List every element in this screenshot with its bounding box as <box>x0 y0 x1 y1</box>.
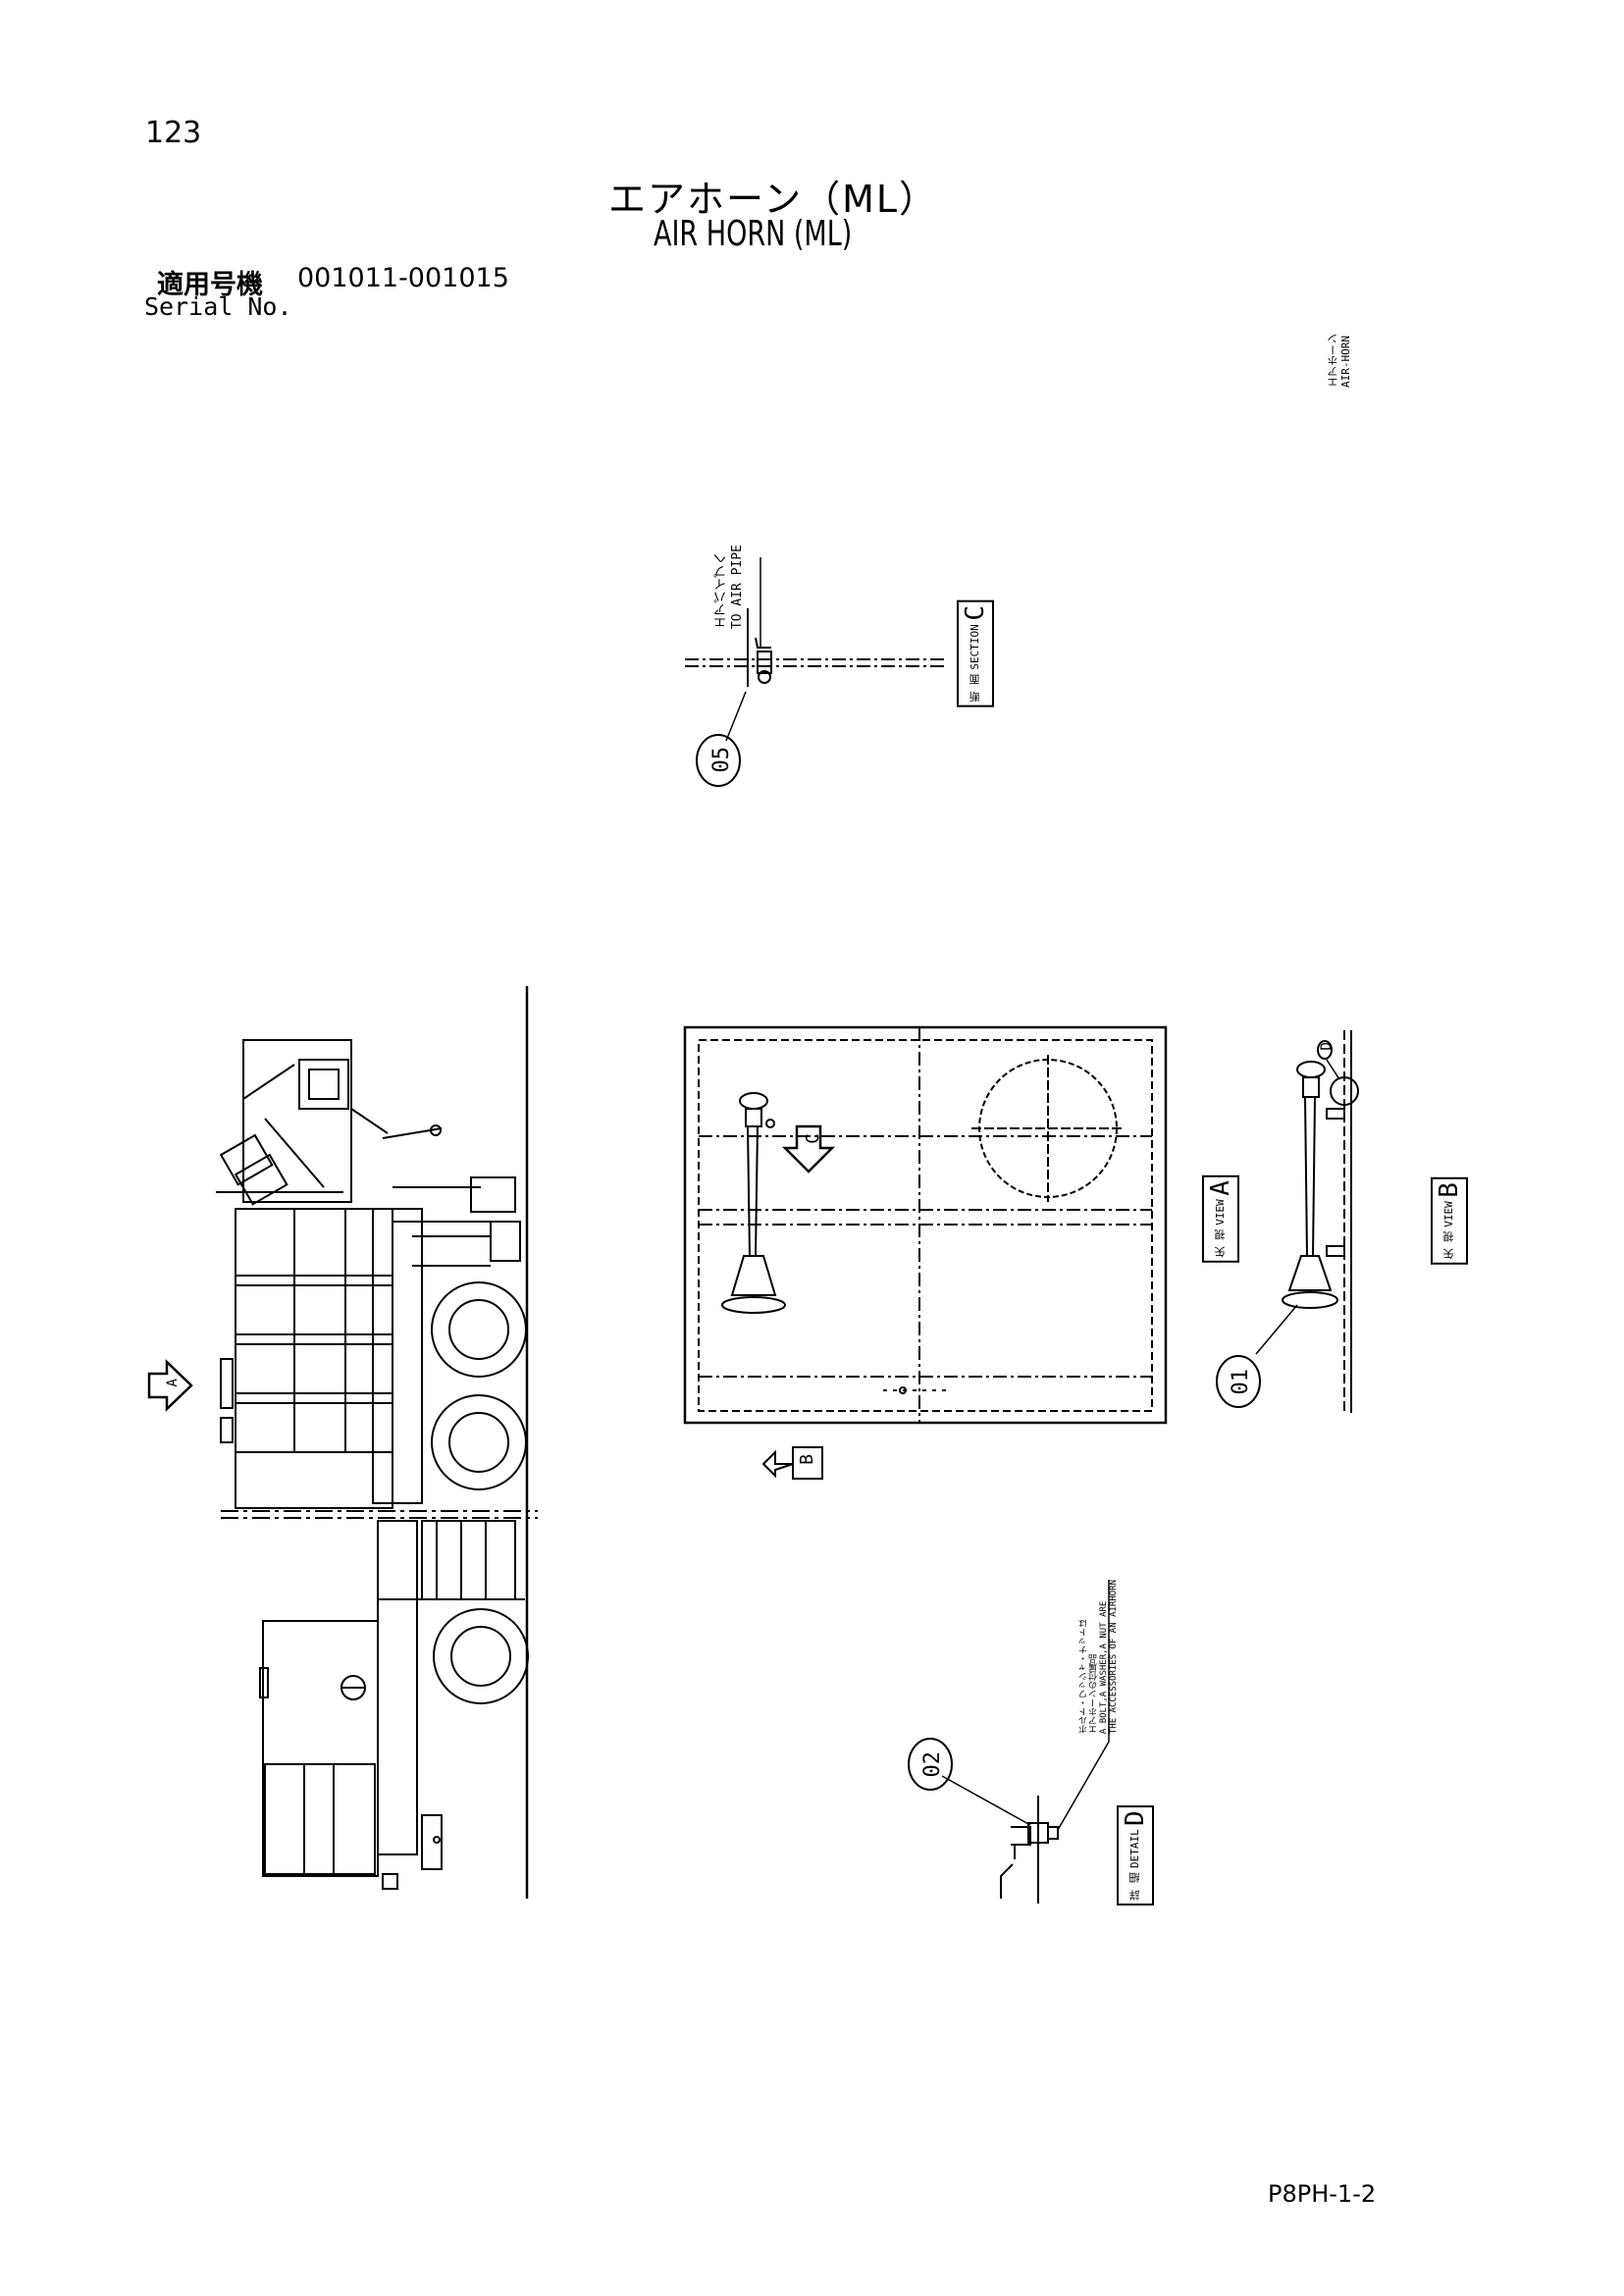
view-b-horn <box>1216 1030 1359 1413</box>
section-c-view <box>685 608 947 787</box>
callout-05: 05 <box>709 747 734 773</box>
air-pipe-label: エアパイプへ TO AIR PIPE <box>714 545 746 629</box>
note-en-2: THE ACCESSORIES OF AN AIRHORN <box>1109 1580 1119 1735</box>
view-a-en: VIEW <box>1214 1199 1227 1226</box>
serial-label-english: Serial No. <box>144 292 292 321</box>
detail-d-jp: 詳 細 <box>1128 1872 1141 1902</box>
arrow-b-label: B <box>797 1454 817 1465</box>
note-jp-2: エアホーンの付属品 <box>1089 1654 1099 1735</box>
view-b-jp: 矢 視 <box>1442 1231 1455 1260</box>
section-c-jp: 断 面 <box>969 674 981 703</box>
section-c-en: SECTION <box>969 624 981 671</box>
callout-02: 02 <box>920 1751 945 1778</box>
page-number: 123 <box>145 116 202 150</box>
view-b-label: 矢 視 VIEW B <box>1431 1177 1468 1265</box>
section-c-label: 断 面 SECTION C <box>957 600 994 707</box>
view-a-label: 矢 視 VIEW A <box>1202 1175 1239 1263</box>
arrow-c-label: C <box>803 1133 823 1144</box>
air-pipe-english: TO AIR PIPE <box>730 545 745 630</box>
air-pipe-japanese: エアパイプへ <box>714 552 729 630</box>
section-c-letter: C <box>961 605 990 621</box>
callout-d: D <box>1319 1042 1335 1051</box>
accessory-note: ボルト・ワッシャ・ナットは エアホーンの付属品 A BOLT,A WASHER,… <box>1079 1580 1119 1734</box>
detail-d-letter: D <box>1121 1810 1150 1826</box>
note-jp-1: ボルト・ワッシャ・ナットは <box>1079 1619 1089 1735</box>
arrow-a-label: A <box>165 1379 181 1387</box>
detail-d-en: DETAIL <box>1128 1829 1141 1869</box>
title-japanese: エアホーン（ML） <box>608 178 939 221</box>
view-a-jp: 矢 視 <box>1214 1229 1227 1258</box>
detail-d-view <box>908 1580 1110 1904</box>
detail-d-label: 詳 細 DETAIL D <box>1117 1805 1154 1906</box>
view-a-letter: A <box>1206 1180 1235 1196</box>
view-b-letter: B <box>1435 1182 1464 1198</box>
crane-side-elevation <box>147 986 538 1899</box>
document-code: P8PH-1-2 <box>1268 2180 1377 2208</box>
note-en-1: A BOLT,A WASHER,A NUT ARE <box>1099 1600 1109 1735</box>
callout-01: 01 <box>1229 1369 1253 1395</box>
view-b-en: VIEW <box>1442 1201 1455 1228</box>
serial-range: 001011-001015 <box>297 263 509 293</box>
title-english: AIR HORN (ML) <box>654 214 853 254</box>
serial-label-japanese: 適用号機 <box>157 270 263 300</box>
view-a-frame <box>683 1025 1168 1480</box>
